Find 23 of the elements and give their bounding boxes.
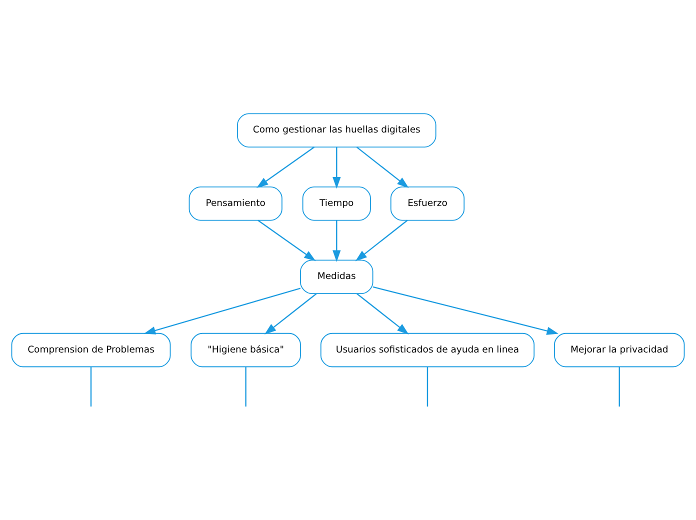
arrow (258, 219, 316, 261)
node-box: Mejorar la privacidad (554, 332, 685, 367)
connector (426, 366, 428, 406)
arrow (355, 219, 408, 261)
arrow (332, 146, 341, 188)
arrow (256, 146, 315, 188)
node-box: Medidas (300, 259, 374, 294)
arrow (356, 292, 409, 334)
node-box: "Higiene básica" (190, 332, 301, 367)
node-box: Pensamiento (188, 186, 282, 220)
arrow (356, 146, 409, 188)
arrow (332, 220, 341, 262)
arrow (372, 286, 558, 334)
connector (618, 366, 620, 406)
arrow (264, 292, 317, 334)
node-box: Esfuerzo (390, 186, 465, 220)
connector (90, 366, 92, 406)
node-box: Como gestionar las huellas digitales (237, 112, 436, 148)
node-box: Comprension de Problemas (11, 332, 171, 367)
connector (245, 366, 246, 406)
arrow (144, 287, 301, 334)
node-box: Tiempo (302, 186, 371, 220)
node-box: Usuarios sofisticados de ayuda en linea (320, 332, 535, 367)
